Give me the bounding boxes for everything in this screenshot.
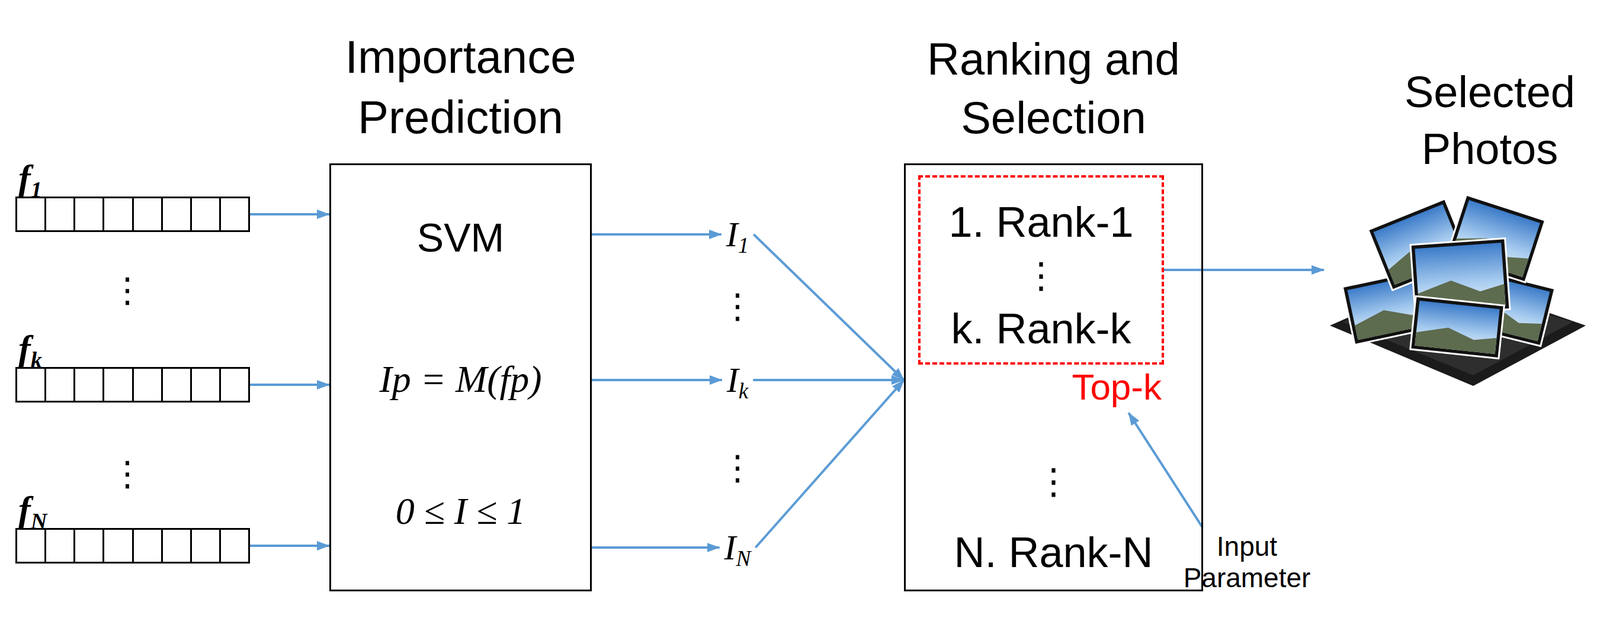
flow-arrow (249, 544, 330, 548)
ranking-box: 1. Rank-1⋮k. Rank-kTop-kRanking and Sele… (903, 163, 1204, 592)
node-text: k. Rank-k (950, 304, 1131, 354)
photo (1410, 296, 1505, 359)
vector-cell (75, 369, 105, 402)
vector-label: f1 (18, 159, 43, 197)
selected-photos: Selected Photos (1323, 188, 1591, 390)
flow-arrow (591, 379, 723, 382)
flow-arrow (1128, 412, 1203, 528)
vector-cell (220, 530, 249, 563)
flow-arrow (249, 383, 330, 387)
vector-cell (75, 530, 105, 563)
importance-score: Ik (726, 360, 749, 402)
flow-arrow (755, 380, 904, 548)
node-text: 0 ≤ I ≤ 1 (395, 489, 527, 534)
vector-cell (104, 530, 134, 563)
flow-arrow (591, 233, 722, 236)
vector-cell (104, 369, 134, 402)
prediction-box: Importance PredictionSVMIp = M(fp)0 ≤ I … (329, 163, 592, 592)
vector-cell (46, 198, 76, 231)
vector-cell (17, 530, 47, 563)
node-text: N. Rank-N (953, 528, 1153, 578)
node-text: SVM (417, 214, 505, 261)
top-k-region: 1. Rank-1⋮k. Rank-kTop-k (918, 175, 1165, 365)
flow-arrow (591, 546, 720, 550)
node-text: IN (724, 527, 752, 569)
flow-arrow (249, 213, 330, 216)
vector-cell (162, 198, 192, 231)
ellipsis-mark: ⋮ (720, 289, 755, 324)
node-text: Ik (726, 360, 749, 402)
heading: Selected Photos (1383, 63, 1597, 178)
flow-arrow (753, 234, 904, 381)
feature-vector: fN (15, 528, 250, 564)
vector-cell (46, 369, 76, 402)
feature-vector: f1 (15, 196, 250, 233)
vector-cell (133, 369, 163, 402)
vector-cell (191, 369, 221, 402)
vector-cell (46, 530, 76, 563)
heading: Importance Prediction (318, 27, 604, 148)
photo-landscape (1414, 324, 1497, 355)
ellipsis-mark: ⋮ (720, 450, 755, 486)
vector-label: fk (18, 329, 43, 367)
node-text: 1. Rank-1 (948, 197, 1134, 248)
vector-cell (17, 198, 47, 231)
vector-cell (191, 530, 221, 563)
heading: Ranking and Selection (911, 30, 1197, 148)
importance-score: IN (724, 527, 752, 569)
vector-cell (104, 198, 134, 231)
vector-cell (220, 369, 249, 402)
vector-cell (162, 530, 192, 563)
node-text: ⋮ (1036, 461, 1072, 503)
node-text: Input Parameter (1172, 531, 1321, 595)
vector-label: fN (18, 491, 47, 528)
vector-cell (133, 530, 163, 563)
vector-cell (191, 198, 221, 231)
vector-cell (162, 369, 192, 402)
ellipsis-mark: ⋮ (110, 273, 145, 308)
feature-vector: fk (15, 367, 250, 403)
photo-frame (1410, 296, 1505, 359)
ellipsis-mark: ⋮ (110, 456, 145, 492)
flow-arrow (752, 379, 904, 382)
vector-cell (133, 198, 163, 231)
node-text: Ip = M(fp) (379, 357, 542, 402)
node-text: I1 (726, 214, 750, 256)
node-text: ⋮ (1023, 255, 1060, 297)
vector-cell (220, 198, 249, 231)
flow-arrow (1164, 268, 1324, 272)
photo-album-illustration (1323, 188, 1591, 390)
photo-image (1414, 300, 1500, 355)
top-k-label: Top-k (1071, 366, 1162, 409)
input-parameter: Input Parameter (1172, 531, 1321, 595)
vector-cell (75, 198, 105, 231)
vector-cell (17, 369, 47, 402)
importance-score: I1 (726, 214, 750, 256)
